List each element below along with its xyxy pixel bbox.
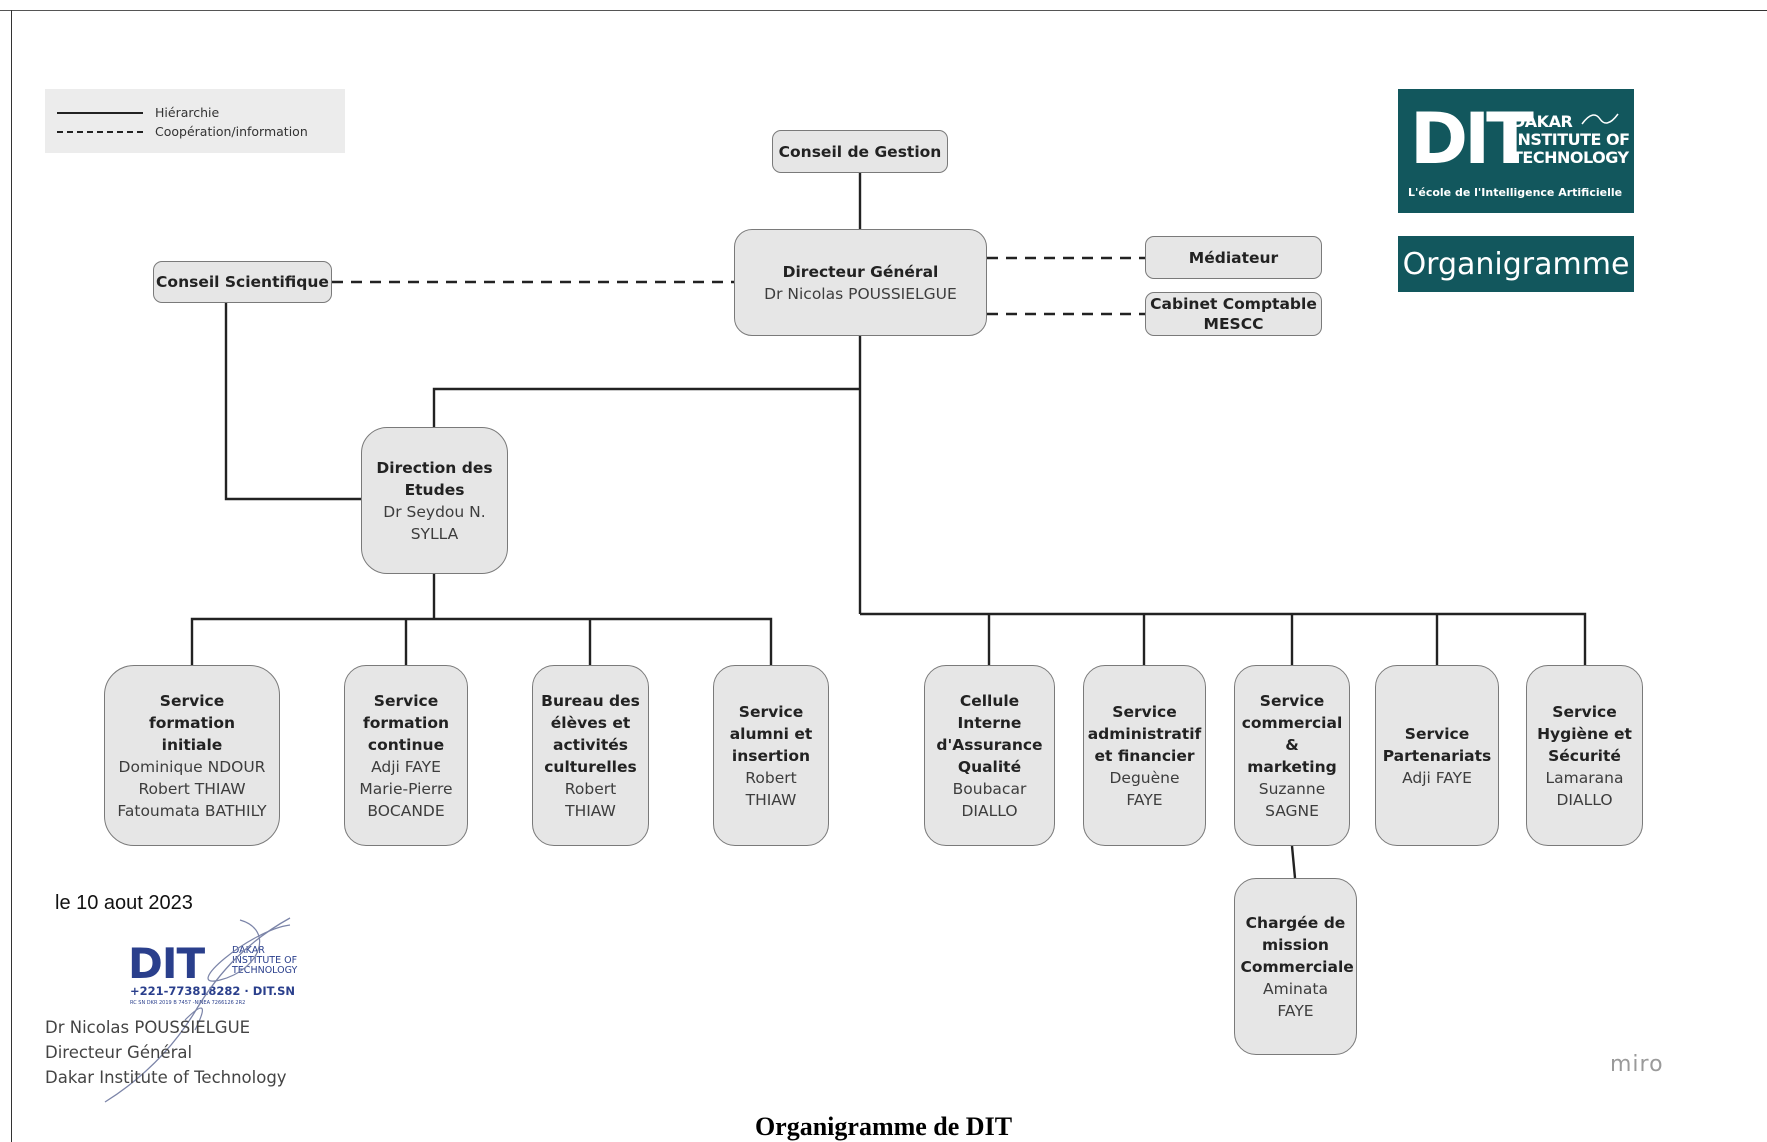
stamp-name: DAKAR INSTITUTE OF TECHNOLOGY	[232, 946, 297, 976]
node-commercial-marketing: Service commercial & marketing Suzanne S…	[1234, 665, 1350, 846]
page-border-top	[0, 10, 1690, 11]
node-title: Service formation continue	[362, 691, 450, 754]
node-title-line2: MESCC	[1203, 315, 1264, 333]
legend-hierarchy-label: Hiérarchie	[155, 105, 220, 120]
stamp-name-line2: INSTITUTE OF	[232, 955, 298, 966]
node-conseil-gestion: Conseil de Gestion	[772, 130, 948, 173]
logo-name-line2: INSTITUTE OF	[1512, 130, 1630, 149]
node-partenariats: Service Partenariats Adji FAYE	[1375, 665, 1499, 846]
stamp-registration: RC SN DKR 2019 B 7457 -NINEA 7266126 2R2	[130, 1000, 246, 1006]
logo-name-line3: TECHNOLOGY	[1512, 148, 1629, 167]
node-person: Robert THIAW	[138, 779, 246, 798]
node-formation-initiale: Service formation initiale Dominique NDO…	[104, 665, 280, 846]
node-person: Fatoumata BATHILY	[117, 801, 267, 820]
solid-line-swatch	[57, 111, 143, 114]
legend-cooperation: Coopération/information	[57, 124, 308, 139]
legend-hierarchy: Hiérarchie	[57, 105, 219, 120]
logo-name-line1: DAKAR	[1512, 112, 1573, 131]
node-title: Cabinet Comptable	[1150, 295, 1317, 313]
node-title: Service formation initiale	[148, 691, 236, 754]
logo-tagline: L'école de l'Intelligence Artificielle	[1408, 186, 1623, 199]
bus-right	[860, 612, 1587, 665]
node-alumni-insertion: Service alumni et insertion Robert THIAW	[713, 665, 829, 846]
node-cabinet-comptable: Cabinet Comptable MESCC	[1145, 292, 1322, 336]
handwritten-signature	[104, 917, 291, 1103]
node-title: Conseil Scientifique	[156, 273, 329, 291]
stamp-phone: +221-773818282 · DIT.SN	[130, 984, 296, 998]
logo-letters: DIT	[1410, 98, 1534, 180]
node-person: Suzanne SAGNE	[1258, 779, 1326, 820]
page-border-top-right	[1690, 10, 1767, 11]
node-mission-commerciale: Chargée de mission Commerciale Aminata F…	[1234, 878, 1357, 1055]
link-conseil-scientifique-direction	[224, 302, 361, 501]
dashed-line-swatch	[57, 130, 143, 133]
legend: Hiérarchie Coopération/information	[45, 89, 345, 153]
logo-name: DAKAR INSTITUTE OF TECHNOLOGY	[1512, 113, 1630, 167]
signatory-role: Directeur Général	[45, 1043, 193, 1062]
node-title: Chargée de mission Commerciale	[1240, 913, 1354, 976]
node-person: Aminata FAYE	[1263, 979, 1328, 1020]
node-title: Directeur Général	[782, 262, 939, 281]
figure-caption: Organigramme de DIT	[754, 1112, 1013, 1141]
node-person: Adji FAYE	[1402, 768, 1472, 787]
node-person: Lamarana DIALLO	[1545, 768, 1624, 809]
page-border-left	[11, 10, 12, 1142]
node-person: Robert THIAW	[564, 779, 617, 820]
signature-date: le 10 aout 2023	[55, 892, 193, 914]
stamp-letters: DIT	[128, 939, 205, 988]
stamp-name-line1: DAKAR	[232, 945, 265, 956]
node-direction-etudes: Direction des Etudes Dr Seydou N. SYLLA	[361, 427, 508, 574]
bus-left	[190, 617, 773, 665]
node-person: Robert THIAW	[745, 768, 797, 809]
node-assurance-qualite: Cellule Interne d'Assurance Qualité Boub…	[924, 665, 1055, 846]
node-conseil-scientifique: Conseil Scientifique	[153, 261, 332, 303]
link-dg-direction-etudes	[432, 387, 860, 427]
legend-cooperation-label: Coopération/information	[155, 124, 308, 139]
node-title: Cellule Interne d'Assurance Qualité	[936, 691, 1043, 776]
stamp-name-line3: TECHNOLOGY	[232, 965, 298, 976]
node-title: Direction des Etudes	[376, 458, 493, 499]
miro-watermark: miro	[1610, 1052, 1664, 1077]
node-formation-continue: Service formation continue Adji FAYE Mar…	[344, 665, 468, 846]
link-commercial-mission	[1290, 845, 1297, 879]
node-title: Conseil de Gestion	[778, 142, 942, 161]
node-title: Service Partenariats	[1382, 724, 1492, 765]
node-person: Dominique NDOUR	[118, 757, 266, 776]
node-title: Service Hygiène et Sécurité	[1537, 702, 1632, 765]
logo-wave-icon	[1581, 113, 1619, 125]
node-person: Adji FAYE	[371, 757, 441, 776]
node-person: Boubacar DIALLO	[952, 779, 1027, 820]
node-mediateur: Médiateur	[1145, 236, 1322, 279]
node-title: Service administratif et financier	[1087, 702, 1202, 765]
node-person: Deguène FAYE	[1109, 768, 1180, 809]
node-title: Bureau des élèves et activités culturell…	[541, 691, 640, 776]
node-admin-financier: Service administratif et financier Deguè…	[1083, 665, 1206, 846]
node-directeur-general: Directeur Général Dr Nicolas POUSSIELGUE	[734, 229, 987, 336]
organigramme-badge: Organigramme	[1398, 236, 1634, 292]
dit-logo: DIT DAKAR INSTITUTE OF TECHNOLOGY L'écol…	[1398, 89, 1634, 213]
node-title: Médiateur	[1188, 248, 1279, 267]
official-stamp: DIT DAKAR INSTITUTE OF TECHNOLOGY +221-7…	[128, 942, 318, 1012]
node-person: Marie-Pierre BOCANDE	[359, 779, 453, 820]
signatory-org: Dakar Institute of Technology	[45, 1068, 287, 1087]
node-bureau-eleves: Bureau des élèves et activités culturell…	[532, 665, 649, 846]
node-title: Service commercial & marketing	[1241, 691, 1343, 776]
node-person: Dr Nicolas POUSSIELGUE	[764, 284, 957, 303]
node-title: Service alumni et insertion	[729, 702, 813, 765]
signatory-name: Dr Nicolas POUSSIELGUE	[45, 1018, 251, 1037]
node-person: Dr Seydou N. SYLLA	[383, 502, 486, 543]
node-hygiene-securite: Service Hygiène et Sécurité Lamarana DIA…	[1526, 665, 1643, 846]
